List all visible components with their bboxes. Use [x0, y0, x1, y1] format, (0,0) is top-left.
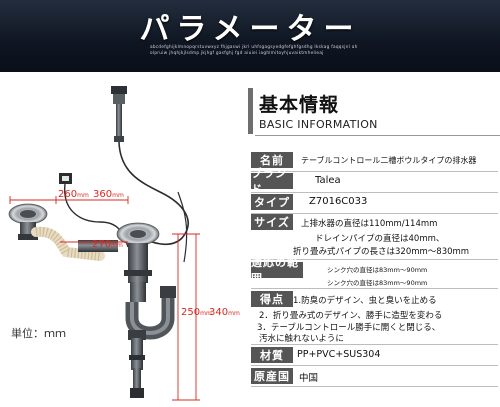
title-accent-bar: [248, 88, 253, 134]
value-feature-3: 3．テーブルコントロール勝手に開くと閉じる、: [257, 323, 441, 333]
banner-subtitle: abcdefghijklmnopqrstuvwxyz fhjgaswi jkrl…: [150, 44, 358, 55]
label-type: タイプ: [251, 194, 293, 210]
row-divider: [251, 386, 498, 387]
row-divider: [251, 344, 498, 345]
value-material: PP+PVC+SUS304: [297, 349, 381, 360]
label-size: サイズ: [251, 214, 293, 230]
label-material: 材質: [251, 347, 293, 363]
parameter-banner: パラメーター abcdefghijklmnopqrstuvwxyz fhjgas…: [0, 0, 500, 72]
value-size-3: 折り畳み式パイプの長さは320mm～830mm: [293, 247, 470, 257]
info-subtitle: BASIC INFORMATION: [259, 118, 378, 131]
dim-270-label: 270mm: [92, 239, 123, 250]
row-divider: [251, 213, 498, 214]
dim-360-label: 360mm: [93, 189, 124, 200]
dim-340-label: 340mm: [209, 307, 240, 318]
basic-info-panel: 基本情報 BASIC INFORMATION 名前 テーブルコントロール二槽ボウ…: [245, 72, 500, 407]
value-scope-2: シンク穴の直径は83mm～90mm: [327, 279, 428, 287]
dim-250-label: 250mm: [181, 307, 212, 318]
drain-diagram: 260mm 360mm 270mm 250mm 340mm 単位：ｍｍ: [0, 72, 245, 407]
value-size-1: 上排水器の直径は110mm/114mm: [301, 219, 438, 229]
value-feature-4: 汚水に触れないように: [259, 334, 344, 344]
drain-illustration: 260mm 360mm 270mm 250mm 340mm: [8, 86, 240, 401]
control-knob-icon: [111, 86, 127, 142]
value-brand: Talea: [315, 175, 341, 186]
row-divider: [251, 192, 498, 193]
value-feature-2: 2．折り畳み式のデザイン、勝手に造型を変わる: [259, 311, 443, 321]
right-drain-icon: [116, 222, 160, 283]
row-divider: [251, 171, 498, 172]
label-brand: ブランド: [251, 167, 293, 196]
row-divider: [251, 288, 498, 289]
value-type: Z7016C033: [309, 196, 368, 207]
value-name: テーブルコントロール二槽ボウルタイプの排水器: [301, 156, 477, 165]
row-divider: [251, 259, 498, 260]
row-divider: [251, 365, 498, 366]
value-origin: 中国: [299, 373, 319, 384]
value-scope-1: シンク穴の直径は83mm～90mm: [327, 266, 428, 274]
title-underline: [255, 135, 500, 136]
label-scope: 適応の範囲: [251, 256, 303, 285]
value-feature-1: 1.防臭のデザイン、虫と臭いを止める: [293, 296, 437, 306]
label-features: 得点: [251, 291, 293, 307]
label-origin: 原産国: [251, 368, 293, 384]
dim-260-label: 260mm: [58, 189, 89, 200]
label-name: 名前: [251, 152, 293, 168]
banner-title: パラメーター: [139, 12, 361, 47]
left-drain-icon: [8, 203, 48, 240]
unit-label: 単位：ｍｍ: [11, 327, 66, 340]
value-size-2: ドレインパイプの直径は40mm、: [315, 234, 445, 244]
info-title: 基本情報: [259, 94, 340, 116]
wall-clip-icon: [59, 173, 72, 184]
